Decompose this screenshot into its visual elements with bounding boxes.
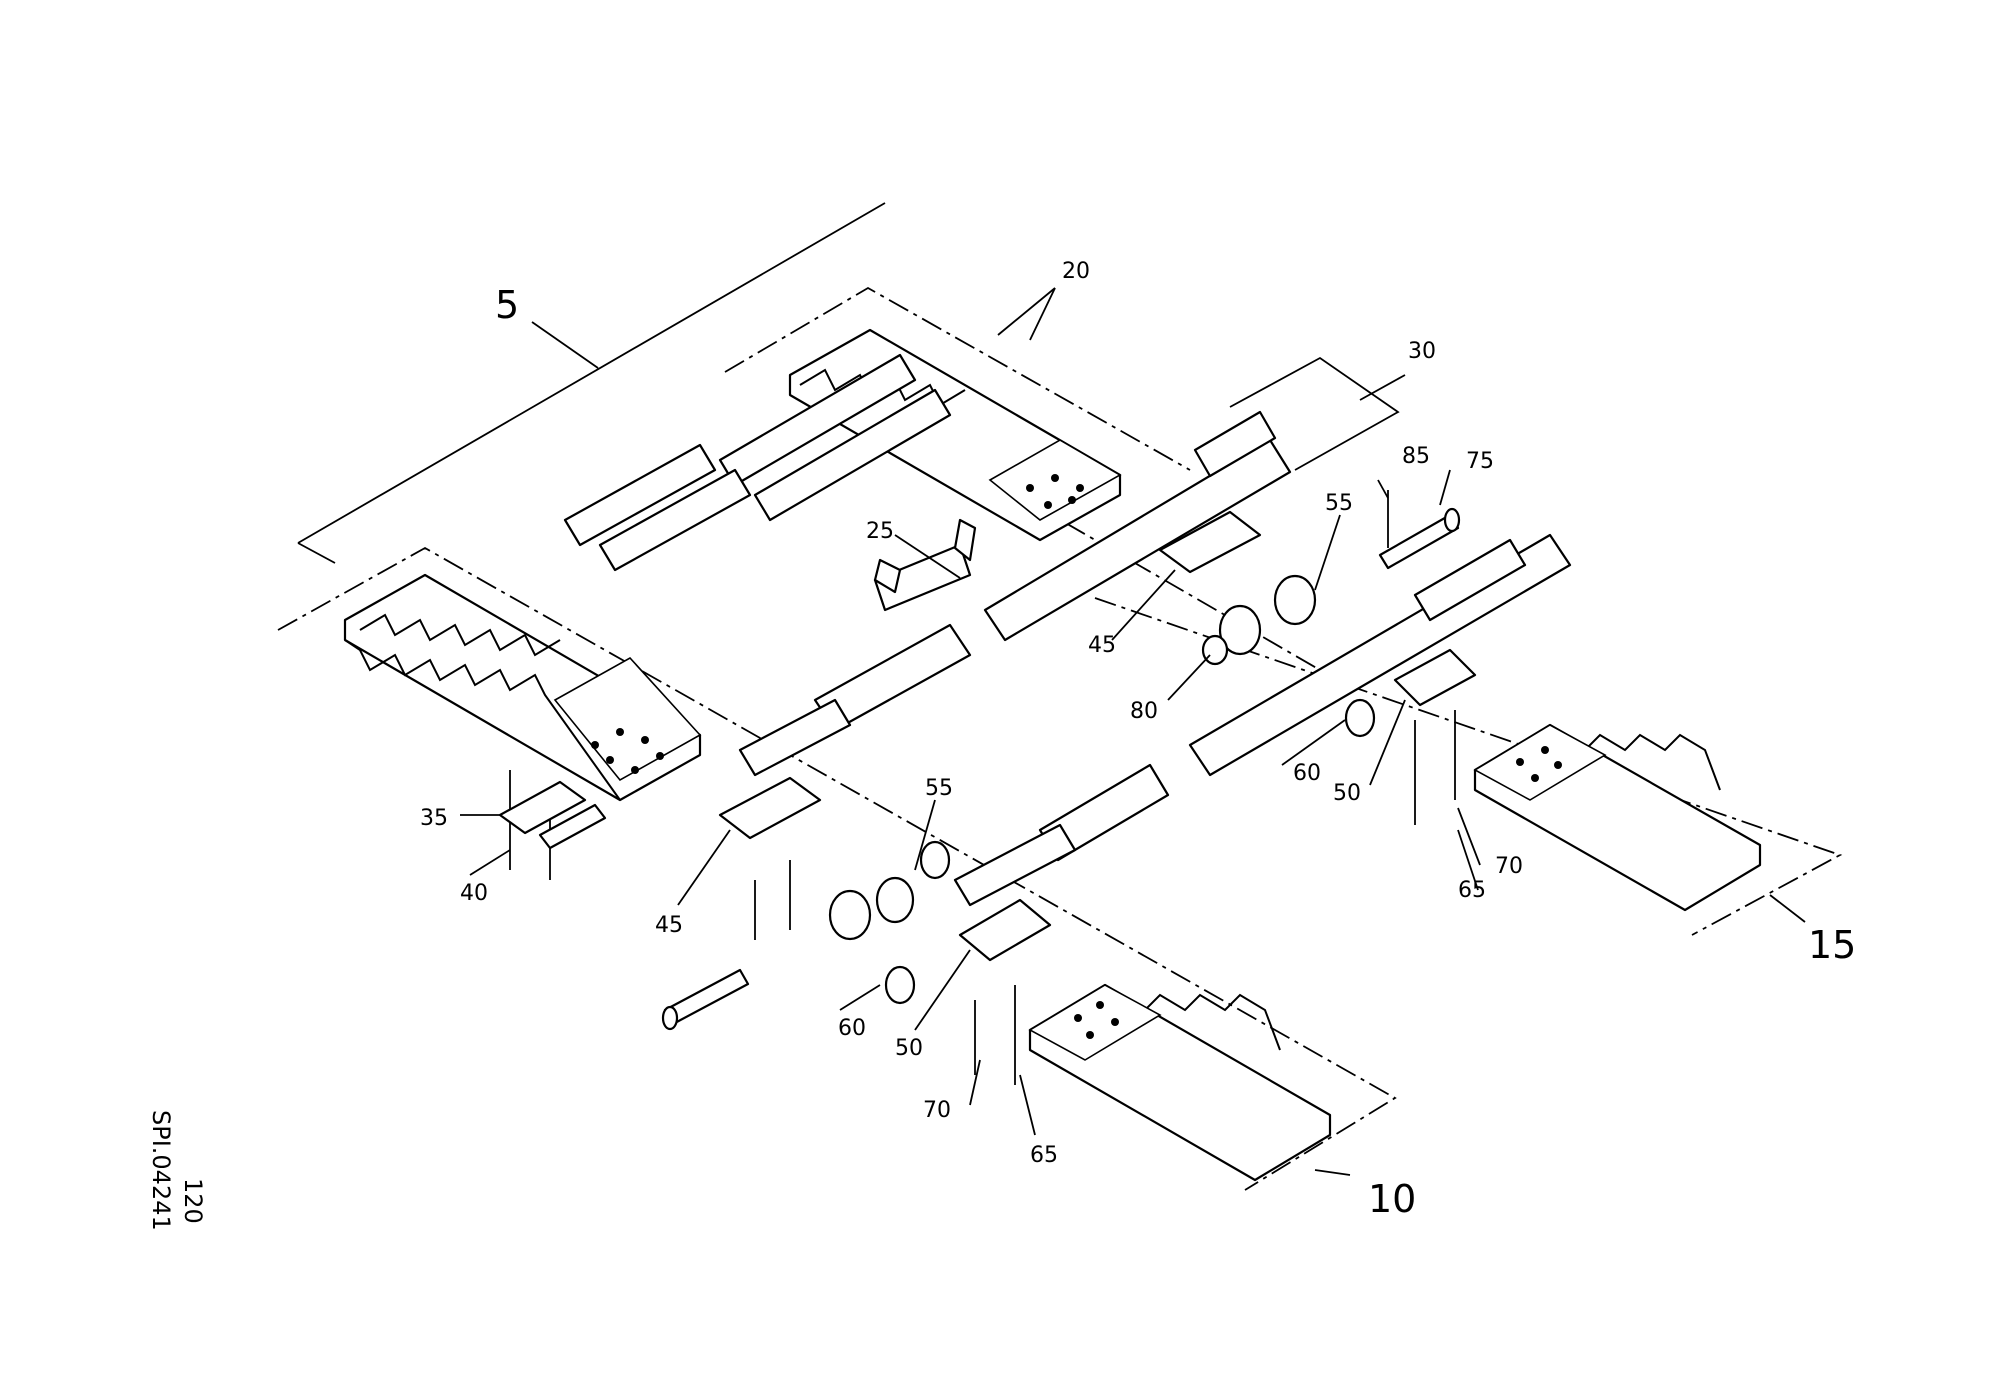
tube-rear-lower (753, 388, 952, 522)
callout-75: 75 (1466, 449, 1494, 474)
sleeve-60-front (884, 965, 916, 1005)
callout-55-right: 55 (1325, 491, 1353, 516)
tube-members (563, 353, 1572, 907)
callout-labels: 5 20 30 85 75 25 55 45 80 60 50 70 65 15… (420, 259, 1856, 1221)
rear-frame-outline (724, 286, 1191, 471)
callout-25: 25 (866, 519, 894, 544)
hinge-plates (718, 510, 1477, 962)
callout-35: 35 (420, 806, 448, 831)
callout-10: 10 (1368, 1177, 1416, 1221)
callout-50-right: 50 (1333, 781, 1361, 806)
plate-35-a (498, 780, 587, 835)
fasteners (498, 490, 1461, 1085)
callout-70-left: 70 (923, 1098, 951, 1123)
callout-60-left: 60 (838, 1016, 866, 1041)
bushing-55-right (1273, 574, 1317, 626)
track-segment-rear (788, 328, 1122, 542)
callout-50-left: 50 (895, 1036, 923, 1061)
callout-80: 80 (1130, 699, 1158, 724)
hinge-plate-50-front (958, 898, 1052, 962)
callout-70-right: 70 (1495, 854, 1523, 879)
callout-15: 15 (1808, 923, 1856, 967)
sleeve-60-right (1344, 698, 1376, 738)
callout-45-right: 45 (1088, 633, 1116, 658)
assembly-5-corner (297, 542, 336, 564)
callout-45-left: 45 (655, 913, 683, 938)
callout-5: 5 (495, 283, 519, 327)
plate-35-b (538, 803, 607, 850)
track-segment-front (1028, 983, 1332, 1182)
bushing-55-left (875, 876, 915, 924)
callout-leaders (460, 287, 1806, 1176)
tube-30-outline (1229, 356, 1400, 471)
hinge-plate-50-right (1393, 648, 1477, 707)
callout-65-left: 65 (1030, 1143, 1058, 1168)
drawing-code: SPI.04241 (147, 1110, 175, 1231)
bushings (828, 574, 1376, 1005)
drawing-identifier: SPI.04241 120 (147, 1110, 207, 1231)
right-frame-outline-15 (1094, 597, 1843, 936)
front-frame-outline-10 (277, 546, 1397, 1191)
callout-20: 20 (1062, 259, 1090, 284)
assembly-5-line (297, 202, 886, 544)
callout-30: 30 (1408, 339, 1436, 364)
cross-centerline (999, 484, 1321, 671)
callout-40: 40 (460, 881, 488, 906)
hinge-plate-45-right (1158, 510, 1262, 574)
callout-65-right: 65 (1458, 878, 1486, 903)
tube-30 (983, 438, 1292, 642)
hinge-plate-45-left (718, 776, 822, 840)
track-segment-right (1473, 723, 1762, 912)
callout-85: 85 (1402, 444, 1430, 469)
callout-55-left: 55 (925, 776, 953, 801)
track-segment-left (343, 573, 702, 802)
bracket-25 (873, 518, 977, 612)
callout-60-right: 60 (1293, 761, 1321, 786)
drawing-number: 120 (179, 1178, 207, 1224)
